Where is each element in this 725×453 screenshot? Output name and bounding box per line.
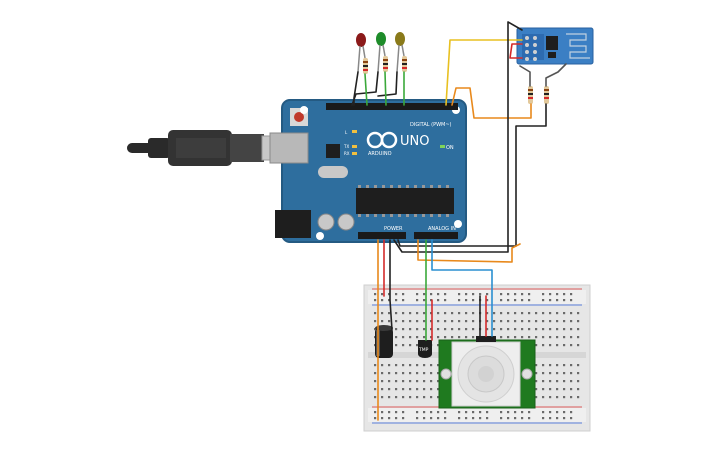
gnd-wire: [389, 239, 393, 331]
led-ground-wire-3: [377, 71, 398, 97]
rx-led-label: RX: [344, 151, 350, 156]
esp-power-wire: [509, 43, 523, 59]
arduino-logo: [366, 131, 398, 149]
esp-tx-wire: [445, 39, 523, 106]
esp-resistors: [528, 86, 549, 104]
digital-pins-label: DIGITAL (PWM~): [410, 122, 452, 128]
temp-sensor-label: TMP: [418, 347, 429, 353]
wires: [351, 21, 567, 421]
led-array: [356, 32, 407, 74]
pir-signal-wire: [431, 239, 493, 337]
red-led-signal-wire: [364, 73, 368, 106]
esp-resistor-wire: [519, 65, 531, 87]
esp8266-module: [516, 27, 594, 65]
board-model-label: UNO: [400, 134, 429, 149]
red-led: [356, 33, 366, 47]
esp-resistor-wire-2: [545, 63, 567, 87]
esp-ground-wire: [393, 21, 523, 253]
analog-orange-wire: [417, 239, 521, 263]
temperature-sensor: TMP: [418, 340, 432, 358]
yellow-led: [395, 32, 405, 46]
usb-cable: [127, 130, 291, 166]
esp-rx-wire: [451, 87, 532, 119]
analog-header: [414, 232, 458, 239]
power-header: [358, 232, 406, 239]
reset-button[interactable]: [294, 112, 304, 122]
tx-led-label: TX: [343, 144, 349, 149]
green-led-signal-wire: [384, 71, 387, 106]
power-pins-label: POWER: [384, 226, 403, 232]
l-led-label: L: [345, 130, 348, 135]
on-led-label: ON: [446, 145, 454, 151]
analog-pins-label: ANALOG IN: [428, 226, 456, 232]
led-resistors: [363, 56, 407, 74]
digital-header: [326, 103, 458, 110]
pir-motion-sensor: [438, 336, 536, 409]
esp-divider-ground-wire: [397, 103, 547, 247]
board-brand-label: ARDUINO: [368, 151, 392, 157]
green-led: [376, 32, 386, 46]
arduino-uno-board: UNO ARDUINO DIGITAL (PWM~) POWER ANALOG …: [269, 99, 467, 243]
